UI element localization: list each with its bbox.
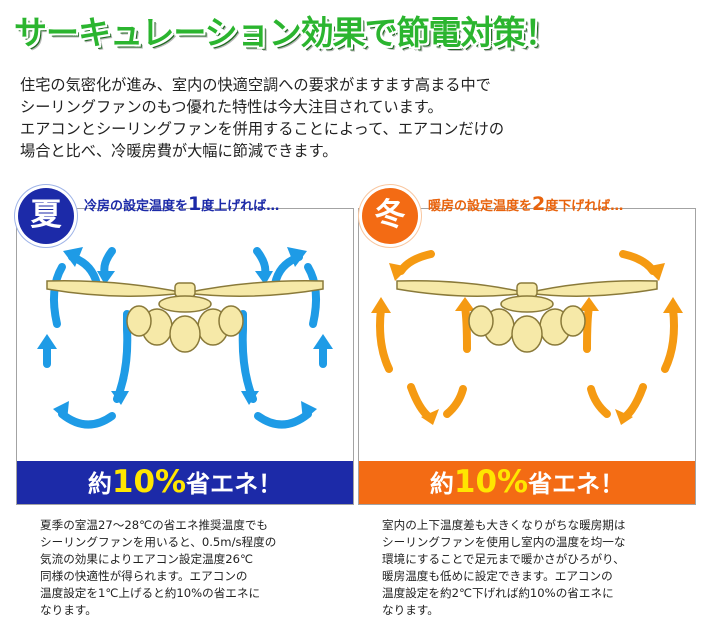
winter-badge: 冬	[362, 188, 418, 244]
banner-prefix: 約	[87, 470, 112, 498]
caption-suffix: 度上げれば…	[201, 199, 280, 214]
desc-line: なります。	[40, 603, 97, 617]
banner-prefix: 約	[429, 470, 454, 498]
caption-number: 1	[188, 193, 202, 215]
banner-percent: 10%	[453, 464, 529, 500]
airflow-arrow-icon	[371, 263, 683, 425]
desc-line: 暖房温度も低めに設定できます。エアコンの	[382, 569, 613, 583]
airflow-arrow-icon	[37, 247, 333, 421]
intro-line: 住宅の気密化が進み、室内の快適空調への要求がますます高まる中で	[20, 76, 491, 94]
winter-airflow-illustration	[371, 250, 683, 425]
summer-airflow-illustration	[37, 247, 333, 429]
desc-line: 温度設定を1℃上げると約10%の省エネに	[40, 586, 261, 600]
winter-panel: 約10%省エネ！	[358, 208, 696, 505]
summer-savings-banner: 約10%省エネ！	[17, 461, 353, 504]
ceiling-fan-icon	[396, 280, 658, 353]
desc-line: 同様の快適性が得られます。エアコンの	[40, 569, 248, 583]
ceiling-fan-icon	[46, 280, 324, 353]
summer-caption: 冷房の設定温度を1度上げれば…	[84, 193, 279, 215]
summer-panel: 約10%省エネ！	[16, 208, 354, 505]
intro-line: シーリングファンのもつ優れた特性は今大注目されています。	[20, 98, 443, 116]
desc-line: 気流の効果によりエアコン設定温度26℃	[40, 552, 254, 566]
desc-line: 夏季の室温27～28℃の省エネ推奨温度でも	[40, 518, 269, 532]
banner-percent: 10%	[111, 464, 187, 500]
intro-text: 住宅の気密化が進み、室内の快適空調への要求がますます高まる中で シーリングファン…	[20, 74, 700, 162]
caption-suffix: 度下げれば…	[545, 199, 624, 214]
desc-line: シーリングファンを用いると、0.5m/s程度の	[40, 535, 277, 549]
caption-prefix: 暖房の設定温度を	[428, 199, 533, 214]
desc-line: 温度設定を約2℃下げれば約10%の省エネに	[382, 586, 614, 600]
banner-suffix: 省エネ！	[528, 470, 625, 498]
summer-description: 夏季の室温27～28℃の省エネ推奨温度でも シーリングファンを用いると、0.5m…	[40, 517, 310, 619]
desc-line: シーリングファンを使用し室内の温度を均一な	[382, 535, 626, 549]
intro-line: エアコンとシーリングファンを併用することによって、エアコンだけの	[20, 120, 505, 138]
page-title: サーキュレーション効果で節電対策！	[14, 13, 558, 52]
caption-number: 2	[532, 193, 546, 215]
summer-badge: 夏	[18, 188, 74, 244]
winter-caption: 暖房の設定温度を2度下げれば…	[428, 193, 623, 215]
winter-savings-banner: 約10%省エネ！	[359, 461, 695, 504]
winter-description: 室内の上下温度差も大きくなりがちな暖房期は シーリングファンを使用し室内の温度を…	[382, 517, 652, 619]
banner-suffix: 省エネ！	[186, 470, 283, 498]
desc-line: 室内の上下温度差も大きくなりがちな暖房期は	[382, 518, 626, 532]
caption-prefix: 冷房の設定温度を	[84, 199, 189, 214]
desc-line: 環境にすることで足元まで暖かさがひろがり、	[382, 552, 625, 566]
intro-line: 場合と比べ、冷暖房費が大幅に節減できます。	[20, 142, 338, 160]
desc-line: なります。	[382, 603, 439, 617]
